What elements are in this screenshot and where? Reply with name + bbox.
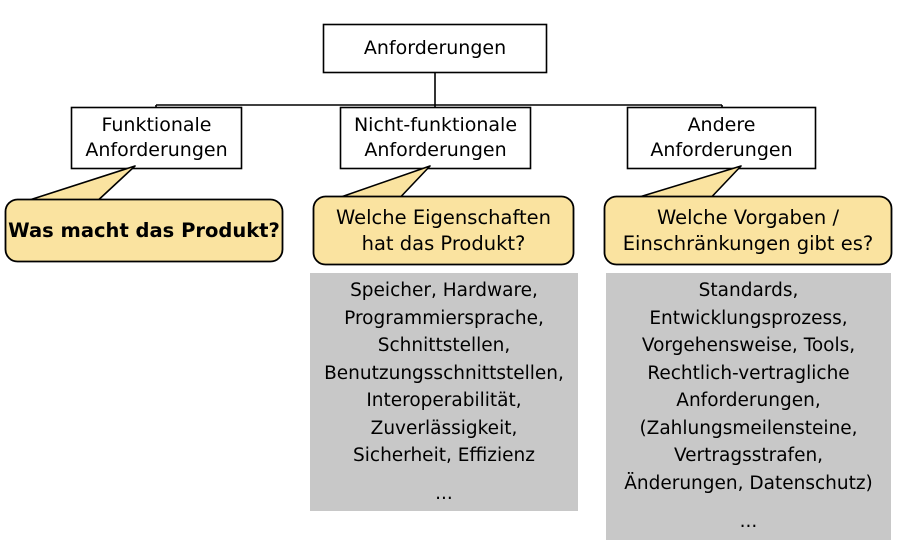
callout-bubble-andere[interactable] (603, 195, 893, 266)
node-box-funktionale[interactable] (70, 106, 243, 170)
callout-bubble-nicht-funktionale[interactable] (312, 195, 575, 266)
node-box-anforderungen[interactable] (322, 23, 548, 74)
callout-bubble-funktionale[interactable] (4, 198, 284, 263)
node-box-andere[interactable] (626, 106, 817, 170)
connector-lines (155, 72, 723, 107)
node-box-nicht-funktionale[interactable] (339, 106, 532, 170)
detail-panel-andere[interactable] (606, 273, 891, 540)
detail-panel-nicht-funktionale[interactable] (310, 273, 578, 511)
